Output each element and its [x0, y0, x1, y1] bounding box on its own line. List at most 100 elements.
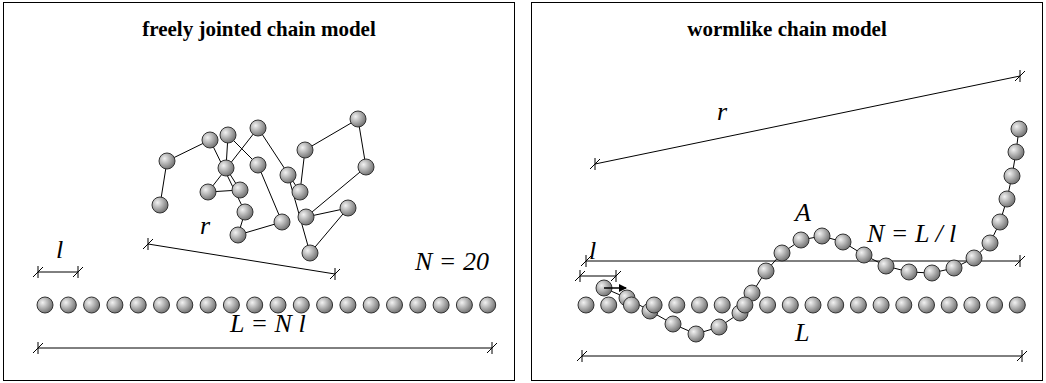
- segment-count: N = 20: [415, 249, 489, 275]
- bead: [758, 263, 774, 279]
- bead: [692, 297, 708, 313]
- bead: [152, 197, 168, 213]
- bead: [358, 159, 374, 175]
- bead: [646, 297, 662, 313]
- bead: [1008, 144, 1024, 160]
- bead: [84, 297, 100, 313]
- dimension-tick: [38, 342, 39, 354]
- dimension-tick: [611, 271, 621, 281]
- bead: [107, 297, 123, 313]
- bead: [982, 235, 998, 251]
- bead: [850, 297, 866, 313]
- dimension-line: [580, 276, 616, 277]
- contour-length: L: [795, 320, 809, 346]
- bead: [1009, 297, 1025, 313]
- bead: [410, 297, 426, 313]
- bead: [774, 245, 790, 261]
- dimension-tick: [330, 269, 340, 279]
- dimension-tick: [1022, 350, 1023, 362]
- bead: [919, 297, 935, 313]
- bead: [814, 228, 830, 244]
- segment-length: l: [589, 238, 596, 264]
- dimension-tick: [33, 267, 43, 277]
- panel-frame: wormlike chain model: [531, 2, 1043, 381]
- bead: [232, 182, 248, 198]
- bead: [37, 297, 53, 313]
- dimension-tick: [1020, 70, 1021, 82]
- bond-line: [305, 119, 358, 150]
- bead: [340, 200, 356, 216]
- dimension-tick: [1017, 351, 1027, 361]
- dimension-tick: [78, 266, 79, 278]
- dimension-tick: [582, 350, 583, 362]
- bond-line: [258, 165, 282, 222]
- dimension-tick: [73, 267, 83, 277]
- bead: [623, 297, 639, 313]
- bead: [340, 297, 356, 313]
- dimension-tick: [590, 159, 600, 169]
- dimension-tick: [38, 266, 39, 278]
- bead: [966, 250, 982, 266]
- bead: [793, 232, 809, 248]
- dimension-tick: [335, 268, 336, 280]
- bead: [941, 297, 957, 313]
- bead: [456, 297, 472, 313]
- dimension-tick: [487, 343, 497, 353]
- bead: [711, 319, 727, 335]
- dimension-line: [38, 348, 492, 349]
- bead: [805, 297, 821, 313]
- bead: [218, 160, 234, 176]
- bead: [828, 297, 844, 313]
- bead: [878, 258, 894, 274]
- bead: [200, 297, 216, 313]
- persistence-length: A: [795, 200, 811, 226]
- bead: [578, 297, 594, 313]
- dimension-tick: [595, 158, 596, 170]
- panel-title: freely jointed chain model: [4, 17, 514, 42]
- bead: [292, 184, 308, 200]
- dimension-tick: [1015, 71, 1025, 81]
- bead: [237, 204, 253, 220]
- bond-line: [310, 208, 348, 253]
- dimension-tick: [577, 351, 587, 361]
- bead: [896, 297, 912, 313]
- dimension-line: [148, 244, 335, 274]
- bead: [1004, 168, 1020, 184]
- bead: [999, 191, 1015, 207]
- dimension-tick: [33, 343, 43, 353]
- bead: [130, 297, 146, 313]
- bead: [1011, 121, 1027, 137]
- dimension-line: [38, 272, 78, 273]
- bead: [250, 120, 266, 136]
- dimension-tick: [575, 271, 585, 281]
- end-to-end-distance: r: [200, 213, 210, 239]
- bead: [901, 264, 917, 280]
- dimension-tick: [616, 270, 617, 282]
- bead: [274, 214, 290, 230]
- bead: [924, 265, 940, 281]
- bead: [302, 245, 318, 261]
- bead: [200, 184, 216, 200]
- bead: [987, 297, 1003, 313]
- bead: [782, 297, 798, 313]
- bead: [946, 260, 962, 276]
- bead: [856, 247, 872, 263]
- bead: [363, 297, 379, 313]
- bead: [298, 209, 314, 225]
- dimension-tick: [580, 270, 581, 282]
- bead: [159, 153, 175, 169]
- dimension-line: [582, 356, 1022, 357]
- bead: [688, 326, 704, 342]
- bead: [250, 157, 266, 173]
- bead: [873, 297, 889, 313]
- dimension-tick: [1020, 255, 1021, 267]
- bead: [669, 297, 685, 313]
- dimension-tick: [586, 255, 587, 267]
- tangent-arrow: [604, 287, 626, 289]
- bead: [280, 167, 296, 183]
- segment-count: N = L / l: [867, 221, 956, 247]
- dimension-tick: [492, 342, 493, 354]
- contour-length: L = N l: [230, 311, 306, 337]
- bead: [60, 297, 76, 313]
